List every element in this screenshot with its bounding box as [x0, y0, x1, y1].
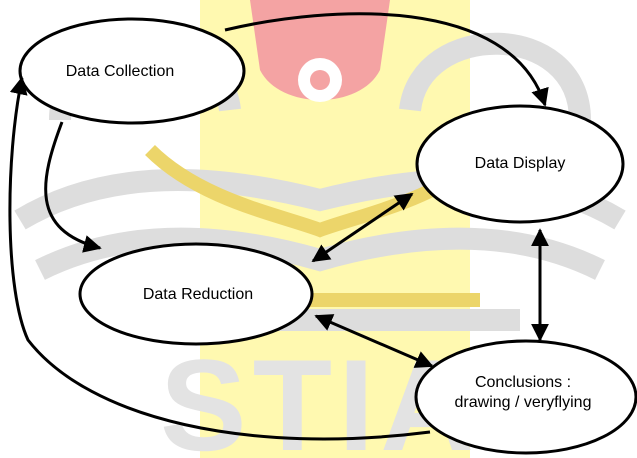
node-collection [18, 17, 246, 125]
edge-conclusions-to-collection [8, 76, 431, 441]
edge-reduction-conclusions [314, 314, 434, 368]
edge-display-reduction [311, 192, 414, 263]
edge-collection-to-display [224, 12, 549, 107]
watermark-emblem [250, 0, 390, 102]
node-display [415, 104, 625, 224]
node-label-conclusions: Conclusions : drawing / veryflying [454, 374, 592, 411]
node-conclusions [414, 339, 637, 455]
node-reduction [78, 242, 314, 346]
node-label-display: Data Display [474, 155, 566, 172]
edge-collection-to-reduction [44, 121, 102, 253]
node-label-reduction: Data Reduction [142, 286, 254, 303]
node-label-collection: Data Collection [65, 63, 175, 80]
